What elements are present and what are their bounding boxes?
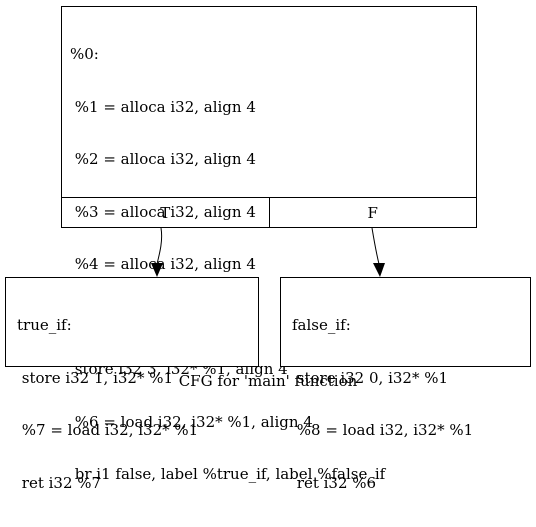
- false-block-code: false_if: store i32 0, i32* %1 %8 = load…: [281, 278, 530, 527]
- entry-block-code: %0: %1 = alloca i32, align 4 %2 = alloca…: [62, 7, 476, 482]
- branch-row: T F: [62, 197, 476, 228]
- graph-caption: CFG for 'main' function: [178, 372, 358, 390]
- entry-block-node: %0: %1 = alloca i32, align 4 %2 = alloca…: [61, 6, 477, 483]
- true-block-node: true_if: store i32 1, i32* %1 %7 = load …: [5, 277, 259, 491]
- code-line: false_if:: [292, 316, 351, 334]
- code-line: true_if:: [17, 316, 72, 334]
- code-line: ret i32 %6: [292, 473, 377, 492]
- code-line: %0:: [70, 45, 99, 63]
- code-line: store i32 0, i32* %1: [292, 368, 449, 387]
- code-line: %4 = alloca i32, align 4: [70, 255, 256, 273]
- edge-true: [156, 227, 163, 265]
- code-line: ret i32 %7: [17, 473, 102, 492]
- code-line: %8 = load i32, i32* %1: [292, 421, 474, 439]
- edge-false: [371, 227, 380, 265]
- branch-false-label: F: [268, 198, 477, 228]
- edge-true-arrowhead: [151, 263, 163, 277]
- code-line: %7 = load i32, i32* %1: [17, 421, 199, 439]
- true-block-code: true_if: store i32 1, i32* %1 %7 = load …: [6, 278, 258, 527]
- edge-false-arrowhead: [373, 263, 385, 277]
- code-line: %2 = alloca i32, align 4: [70, 150, 256, 168]
- cfg-edges: [151, 227, 385, 277]
- code-line: %1 = alloca i32, align 4: [70, 97, 256, 116]
- code-line: %3 = alloca i32, align 4: [70, 202, 256, 221]
- branch-true-label: T: [160, 204, 171, 222]
- code-line: store i32 1, i32* %1: [17, 368, 174, 387]
- false-block-node: false_if: store i32 0, i32* %1 %8 = load…: [280, 277, 531, 491]
